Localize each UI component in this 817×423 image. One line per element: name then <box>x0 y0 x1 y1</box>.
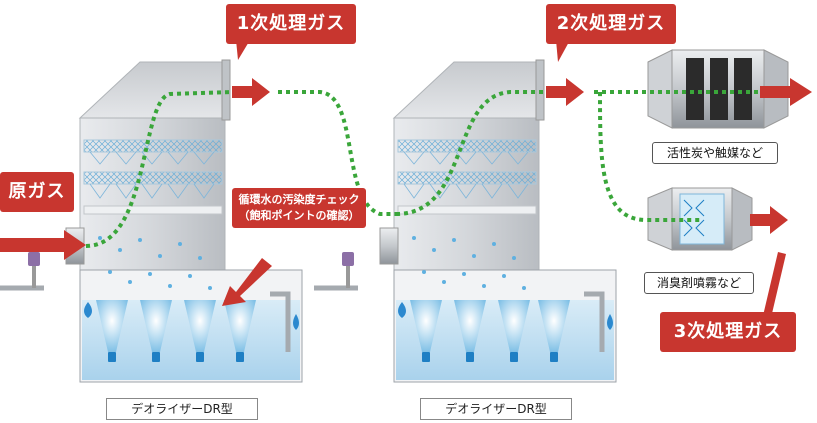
water-drop-icon <box>293 314 299 330</box>
water-drop-icon <box>607 314 613 330</box>
raw-gas-label: 原ガス <box>0 172 74 212</box>
activated-carbon-label: 活性炭や触媒など <box>652 142 778 164</box>
spray-cones-right <box>410 300 570 362</box>
gas-flow-line <box>85 90 760 248</box>
housing-top-left <box>78 61 223 119</box>
pointer-arrow <box>236 40 250 60</box>
activated-carbon-unit <box>647 49 789 129</box>
circulation-pipes-left <box>0 285 291 352</box>
spray-cones-left <box>96 300 256 362</box>
housing-top-right <box>392 61 537 119</box>
first-gas-label: 1次処理ガス <box>226 4 356 44</box>
drip-drops-left <box>98 236 212 290</box>
water-check-line2: （飽和ポイントの確認） <box>238 209 360 222</box>
unit-caption-left: デオライザーDR型 <box>106 398 258 420</box>
drip-drops-right <box>412 236 526 290</box>
pointer-arrow <box>556 40 570 62</box>
packing-layers-left <box>83 139 223 215</box>
spray-nozzle-icon <box>108 352 116 362</box>
circulation-pipes-right <box>314 285 605 352</box>
third-gas-label: 3次処理ガス <box>660 312 796 352</box>
pressure-gauge-icon <box>28 252 40 288</box>
pointer-arrow <box>762 252 786 322</box>
unit-caption-right: デオライザーDR型 <box>420 398 572 420</box>
pointer-arrow <box>222 258 272 306</box>
water-check-label: 循環水の汚染度チェック （飽和ポイントの確認） <box>232 188 366 228</box>
water-check-line1: 循環水の汚染度チェック <box>238 193 360 206</box>
pressure-gauge-icon <box>342 252 354 288</box>
deodorant-spray-label: 消臭剤噴霧など <box>644 272 754 294</box>
second-gas-label: 2次処理ガス <box>546 4 676 44</box>
deodorizer-unit-left <box>0 59 303 383</box>
inlet-duct-right <box>379 227 399 265</box>
right-arrow-icon <box>0 78 812 260</box>
packing-layers-right <box>397 139 537 215</box>
